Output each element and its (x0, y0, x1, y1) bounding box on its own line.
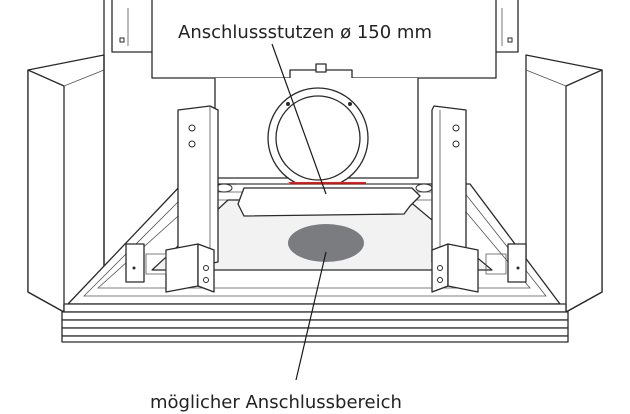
floor-brackets (125, 243, 527, 283)
possible-area-label: möglicher Anschlussbereich (150, 392, 402, 413)
right-support-post (431, 105, 507, 293)
right-side-wall (525, 54, 603, 313)
left-support-post (145, 105, 219, 293)
left-side-wall (27, 0, 105, 313)
possible-connection-area (288, 224, 364, 262)
possible-area-leader-line (295, 251, 327, 381)
connector-label: Anschlussstutzen ø 150 mm (178, 22, 432, 43)
connector-leader-line (271, 43, 327, 195)
base-plates (61, 311, 569, 343)
flue-connector (267, 87, 369, 189)
